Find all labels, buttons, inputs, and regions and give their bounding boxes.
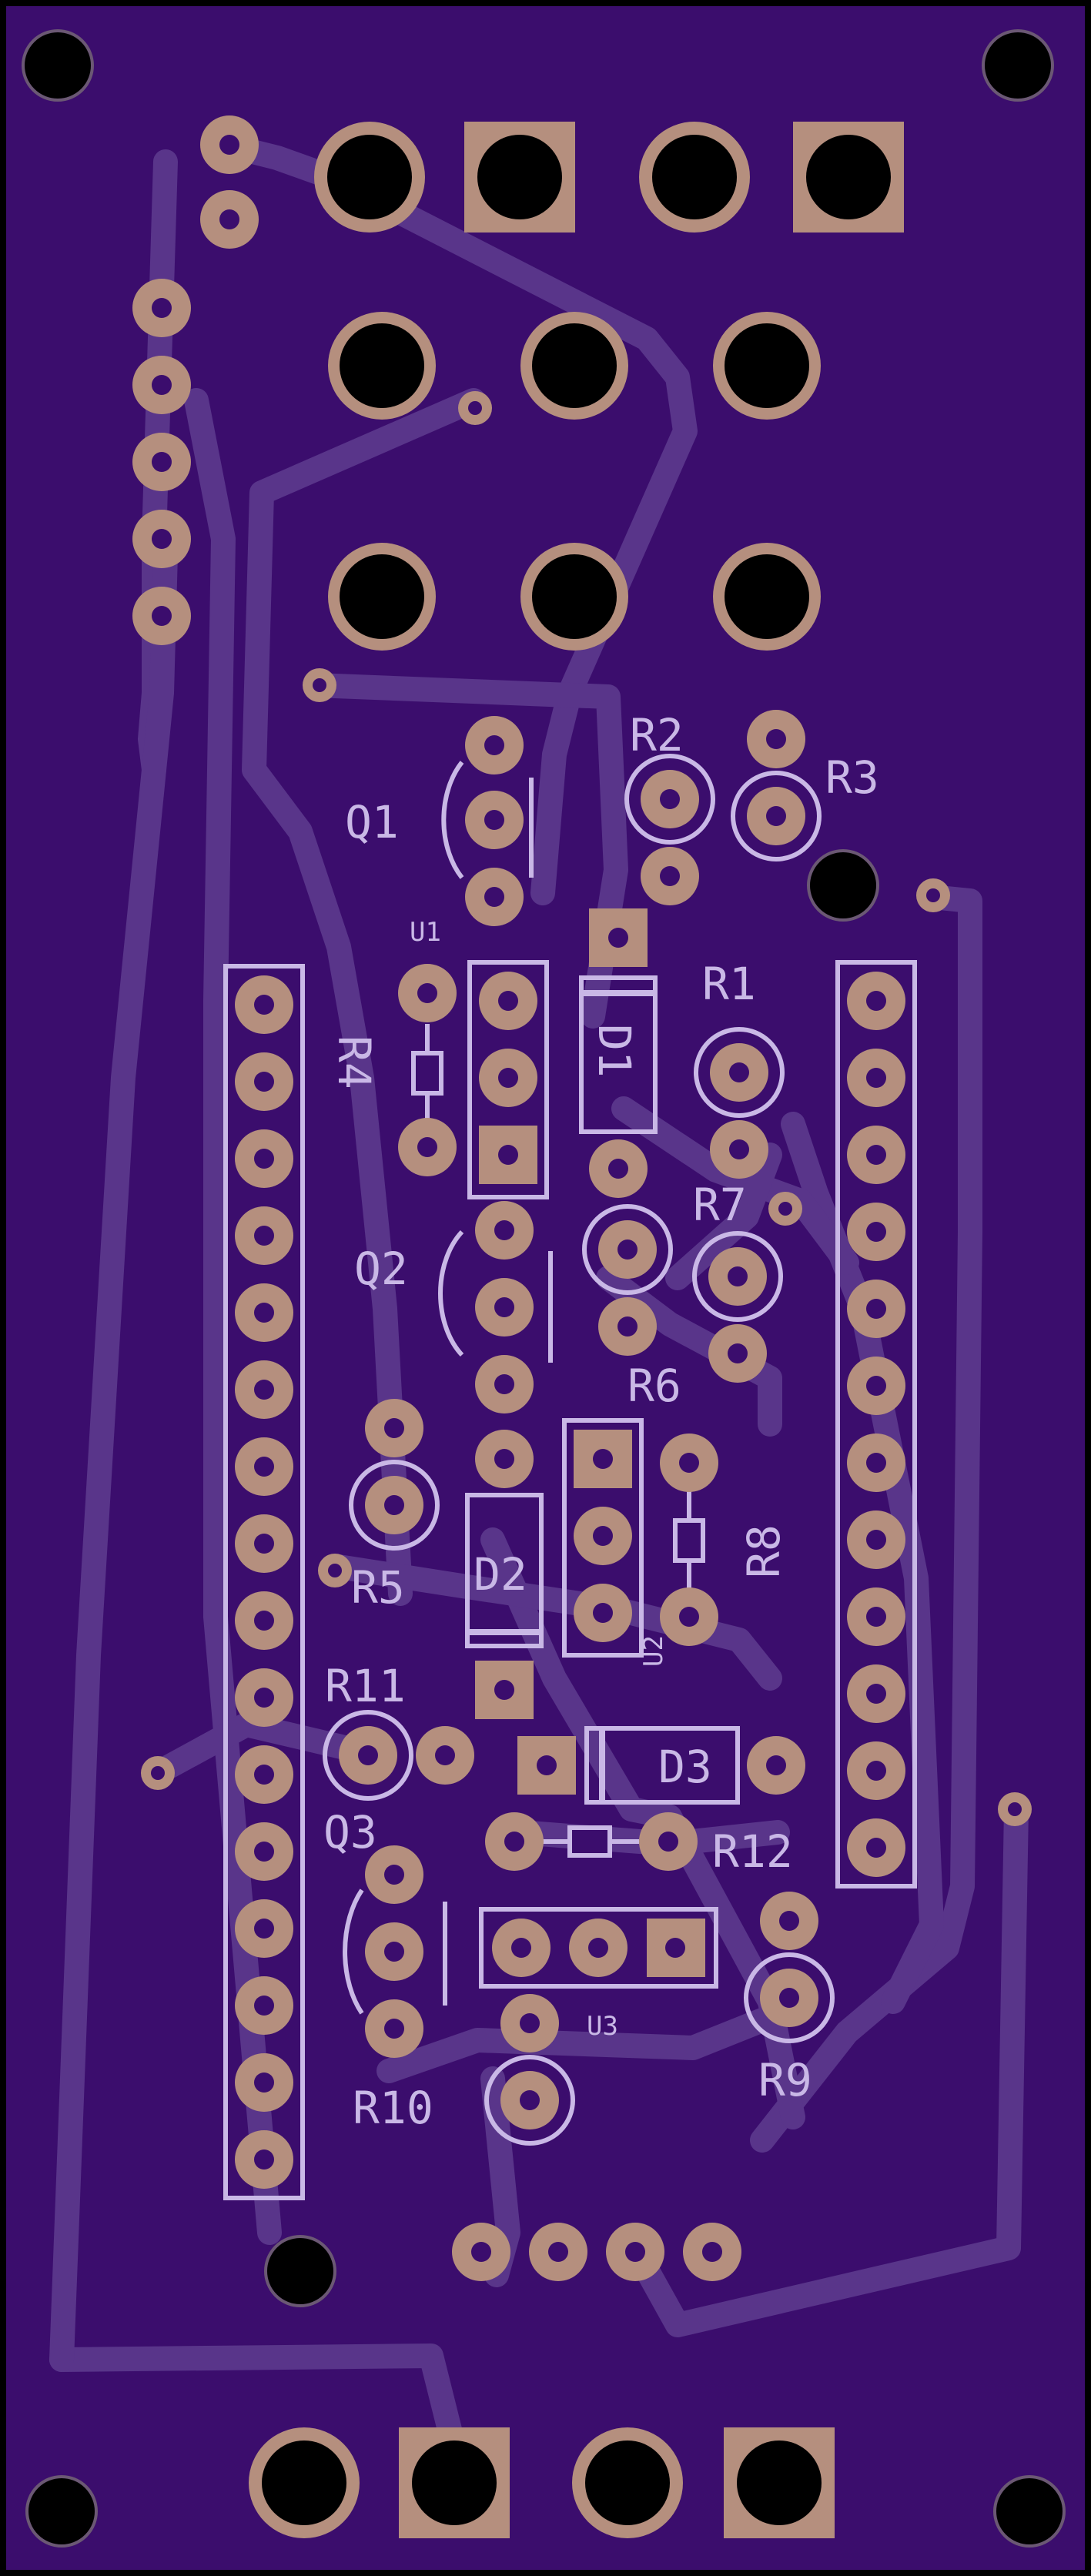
r12-resistor	[485, 1812, 698, 1871]
q3-transistor	[343, 1845, 447, 2058]
q1-transistor	[441, 716, 534, 926]
label-r5: R5	[351, 1561, 405, 1614]
label-q3: Q3	[323, 1806, 377, 1858]
label-d1: D1	[588, 1024, 641, 1078]
r1-resistor	[694, 1027, 785, 1179]
r5-resistor	[349, 1399, 440, 1551]
d2-diode	[465, 1430, 544, 1719]
r6-resistor	[582, 1204, 673, 1356]
label-r1: R1	[702, 958, 756, 1010]
r4-resistor	[398, 964, 457, 1176]
jack-pads	[249, 122, 904, 2538]
label-r2: R2	[630, 709, 684, 761]
label-d3: D3	[658, 1741, 712, 1793]
label-r9: R9	[758, 2054, 812, 2106]
d3-diode	[517, 1726, 805, 1805]
r7-resistor	[692, 1231, 783, 1383]
d1-diode	[579, 908, 658, 1198]
label-u1: U1	[410, 917, 441, 948]
u1-regulator	[467, 960, 549, 1199]
label-r6: R6	[627, 1360, 681, 1412]
label-u3: U3	[587, 2011, 618, 2042]
mounting-holes	[22, 29, 1066, 2548]
left-pin-header	[223, 964, 305, 2200]
label-q2: Q2	[354, 1243, 408, 1295]
right-pin-header	[835, 960, 917, 1889]
label-d2: D2	[474, 1548, 527, 1601]
via-holes	[151, 401, 1022, 1816]
r10-resistor	[484, 1994, 575, 2146]
label-r11: R11	[325, 1660, 406, 1712]
label-r12: R12	[712, 1825, 793, 1878]
r11-resistor	[323, 1710, 474, 1801]
label-r10: R10	[353, 2082, 433, 2134]
q2-transistor	[438, 1201, 553, 1413]
u3-chip	[479, 1907, 718, 1989]
label-q1: Q1	[345, 796, 399, 848]
r3-resistor	[731, 710, 822, 861]
label-r7: R7	[693, 1179, 747, 1231]
r9-resistor	[744, 1892, 835, 2043]
r8-resistor	[660, 1434, 718, 1646]
u2-chip	[562, 1418, 644, 1658]
label-r3: R3	[825, 751, 879, 804]
label-r8: R8	[738, 1524, 790, 1578]
label-u2: U2	[638, 1635, 669, 1667]
label-r4: R4	[328, 1035, 380, 1089]
r2-resistor	[624, 754, 715, 905]
small-pad-drills	[152, 135, 722, 2262]
